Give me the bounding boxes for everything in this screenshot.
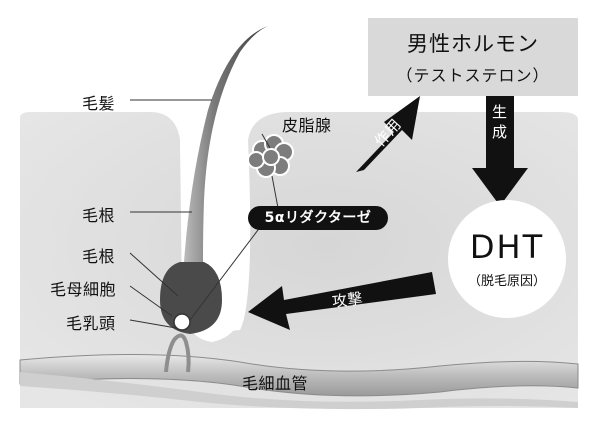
enzyme-label: 5αリダクターゼ <box>248 206 388 230</box>
attack-arrow-label: 攻撃 <box>331 289 365 311</box>
generate-arrow <box>472 96 528 206</box>
label-sebaceous-gland: 皮脂腺 <box>282 116 332 135</box>
label-hair: 毛髪 <box>82 94 116 113</box>
hair-shaft <box>178 26 268 300</box>
generate-arrow-label: 生成 <box>492 103 508 141</box>
sebaceous-gland <box>247 134 294 178</box>
attack-arrow <box>248 272 436 330</box>
hormone-box: 男性ホルモン （テストステロン） <box>368 18 578 96</box>
capillary-vessel <box>19 353 579 397</box>
capillary-loop <box>164 333 191 373</box>
skin-tissue <box>20 112 578 408</box>
hair-bulb <box>160 262 222 334</box>
label-capillary: 毛細血管 <box>242 374 309 393</box>
hormone-title: 男性ホルモン <box>407 32 539 56</box>
leader-lines <box>129 99 279 329</box>
dht-title: DHT <box>469 228 545 266</box>
label-papilla: 毛乳頭 <box>66 314 116 333</box>
dht-subtitle: （脱毛原因） <box>467 274 546 289</box>
hormone-subtitle: （テストステロン） <box>396 66 550 85</box>
label-root-upper: 毛根 <box>82 206 116 225</box>
dht-circle: DHT （脱毛原因） <box>448 200 566 318</box>
action-arrow <box>356 96 420 172</box>
label-root-lower: 毛根 <box>82 247 116 266</box>
capillary-vessel-branch <box>20 372 578 410</box>
label-matrix-cell: 毛母細胞 <box>50 280 117 299</box>
dermal-papilla <box>173 313 191 331</box>
